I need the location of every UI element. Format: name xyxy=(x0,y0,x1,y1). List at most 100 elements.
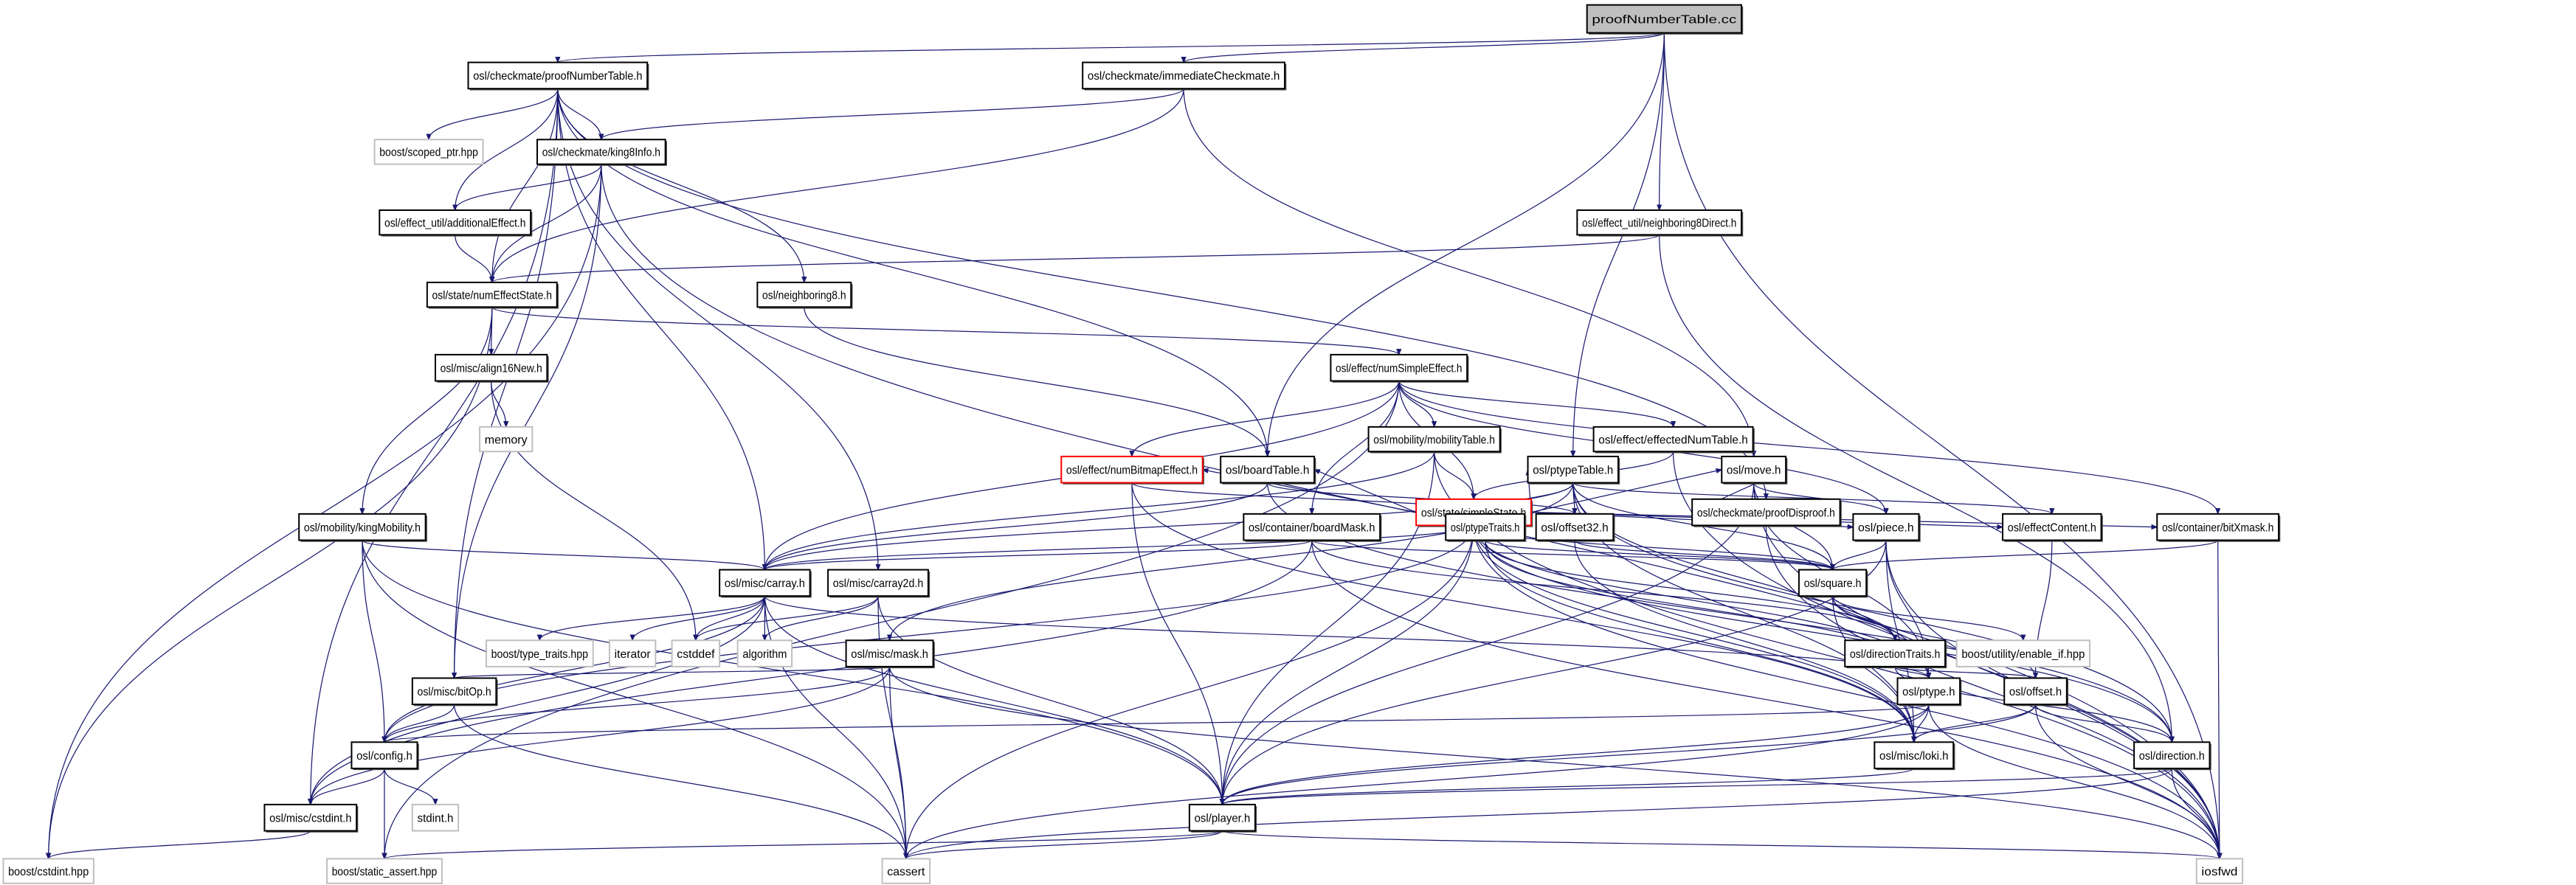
node-box xyxy=(1535,513,1615,541)
node-bitop[interactable]: osl/misc/bitOp.h xyxy=(411,677,498,707)
node-ptype[interactable]: osl/ptype.h xyxy=(1896,677,1962,707)
node-label: osl/boardTable.h xyxy=(1226,464,1310,477)
node-box xyxy=(1874,741,1955,769)
node-nse[interactable]: osl/effect/numSimpleEffect.h xyxy=(1330,353,1469,383)
node-imm[interactable]: osl/checkmate/immediateCheckmate.h xyxy=(1082,61,1287,91)
node-cstdint[interactable]: osl/misc/cstdint.h xyxy=(263,803,359,833)
node-algo[interactable]: algorithm xyxy=(736,639,793,667)
node-move[interactable]: osl/move.h xyxy=(1721,455,1788,485)
edge-pnt-to-nes xyxy=(492,88,559,282)
node-piece[interactable]: osl/piece.h xyxy=(1852,513,1921,542)
node-ent[interactable]: osl/effect/effectedNumTable.h xyxy=(1592,426,1755,454)
edge-carray-to-cstdint xyxy=(311,596,766,805)
node-iter[interactable]: iterator xyxy=(608,639,657,667)
node-cstddef[interactable]: cstddef xyxy=(671,639,721,667)
edge-cc-to-imm xyxy=(1184,32,1665,63)
node-label: osl/piece.h xyxy=(1858,521,1914,534)
node-scoped[interactable]: boost/scoped_ptr.hpp xyxy=(373,139,484,165)
node-tt[interactable]: boost/type_traits.hpp xyxy=(486,639,594,667)
node-bm[interactable]: osl/container/boardMask.h xyxy=(1243,513,1382,542)
edge-dt-to-offset xyxy=(1894,666,2035,678)
node-loki[interactable]: osl/misc/loki.h xyxy=(1874,741,1955,771)
node-pd[interactable]: osl/checkmate/proofDisproof.h xyxy=(1691,498,1842,527)
node-ptt[interactable]: osl/ptypeTable.h xyxy=(1527,455,1620,485)
node-bxm[interactable]: osl/container/bitXmask.h xyxy=(2156,513,2281,542)
node-iosfwd[interactable]: iosfwd xyxy=(2195,858,2244,884)
node-mask[interactable]: osl/misc/mask.h xyxy=(845,639,935,669)
node-bt[interactable]: osl/boardTable.h xyxy=(1220,455,1316,485)
node-box xyxy=(379,209,532,236)
node-label: osl/neighboring8.h xyxy=(762,288,846,302)
edge-mobt-to-ss xyxy=(1434,451,1474,499)
node-box xyxy=(1852,513,1920,541)
edge-ss-to-square xyxy=(1473,525,1832,569)
edge-bxm-to-iosfwd xyxy=(2218,540,2220,858)
edge-king8-to-addeff xyxy=(455,164,602,210)
edge-carray-to-tt xyxy=(539,595,766,640)
node-label: osl/misc/cstdint.h xyxy=(269,812,351,825)
node-dir[interactable]: osl/direction.h xyxy=(2133,741,2211,771)
edge-offset-to-loki xyxy=(1914,704,2037,742)
node-nes[interactable]: osl/state/numEffectState.h xyxy=(426,281,559,309)
node-cc[interactable]: proofNumberTable.cc xyxy=(1586,4,1744,35)
node-a16[interactable]: osl/misc/align16New.h xyxy=(434,353,549,383)
node-carray2d[interactable]: osl/misc/carray2d.h xyxy=(827,569,930,598)
node-square[interactable]: osl/square.h xyxy=(1798,569,1868,598)
node-box xyxy=(1243,513,1381,541)
edge-bt-to-o32 xyxy=(1267,482,1575,514)
node-label: osl/checkmate/immediateCheckmate.h xyxy=(1088,69,1280,83)
edge-piece-to-square xyxy=(1833,540,1887,569)
edge-nes-to-km xyxy=(362,307,493,514)
edge-carray-to-iter xyxy=(632,596,766,640)
node-ptr[interactable]: osl/ptypeTraits.h xyxy=(1445,513,1527,542)
edge-pd-to-iosfwd xyxy=(1765,525,2219,858)
node-o32[interactable]: osl/offset32.h xyxy=(1535,513,1615,542)
node-label: boost/static_assert.hpp xyxy=(332,865,438,878)
node-pnt[interactable]: osl/checkmate/proofNumberTable.h xyxy=(467,61,649,91)
edge-ss-to-bt xyxy=(1314,469,1417,513)
edge-king8-to-bitop xyxy=(455,164,602,678)
node-bcstdint[interactable]: boost/cstdint.hpp xyxy=(2,858,94,884)
edge-bm-to-carray xyxy=(764,539,1313,569)
node-box xyxy=(756,281,852,308)
node-box xyxy=(1798,569,1868,597)
edge-nes-to-nse xyxy=(491,306,1399,355)
node-box xyxy=(2156,513,2280,541)
node-label: osl/player.h xyxy=(1195,812,1251,825)
node-carray[interactable]: osl/misc/carray.h xyxy=(719,569,812,598)
node-label: osl/ptype.h xyxy=(1902,685,1955,698)
node-label: osl/effectContent.h xyxy=(2008,521,2096,534)
node-offset[interactable]: osl/offset.h xyxy=(2003,677,2069,707)
node-box xyxy=(1445,513,1526,541)
node-config[interactable]: osl/config.h xyxy=(351,741,419,771)
node-label: stdint.h xyxy=(418,812,454,825)
node-cassert[interactable]: cassert xyxy=(881,858,931,884)
node-memory[interactable]: memory xyxy=(479,426,533,453)
node-player[interactable]: osl/player.h xyxy=(1188,803,1257,833)
node-label: algorithm xyxy=(742,648,787,661)
node-n8d[interactable]: osl/effect_util/neighboring8Direct.h xyxy=(1576,209,1744,237)
node-ec[interactable]: osl/effectContent.h xyxy=(2001,513,2103,542)
node-box xyxy=(536,139,666,165)
node-addeff[interactable]: osl/effect_util/additionalEffect.h xyxy=(379,209,533,237)
node-label: osl/effect_util/additionalEffect.h xyxy=(384,216,525,229)
node-box xyxy=(411,677,497,706)
node-n8[interactable]: osl/neighboring8.h xyxy=(756,281,853,309)
edge-cc-to-pnt xyxy=(558,32,1665,63)
node-king8[interactable]: osl/checkmate/king8Info.h xyxy=(536,139,667,166)
node-nbe[interactable]: osl/effect/numBitmapEffect.h xyxy=(1060,455,1204,485)
node-dt[interactable]: osl/directionTraits.h xyxy=(1844,639,1947,669)
node-box xyxy=(411,803,460,832)
node-box xyxy=(2001,513,2102,541)
node-stdint[interactable]: stdint.h xyxy=(411,803,460,832)
node-box xyxy=(1082,61,1286,90)
node-sassert[interactable]: boost/static_assert.hpp xyxy=(326,858,443,884)
node-label: osl/container/boardMask.h xyxy=(1249,521,1375,534)
node-km[interactable]: osl/mobility/kingMobility.h xyxy=(298,513,427,542)
node-mobt[interactable]: osl/mobility/mobilityTable.h xyxy=(1367,426,1502,454)
node-label: osl/mobility/mobilityTable.h xyxy=(1373,433,1495,446)
edge-bitop-to-cassert xyxy=(453,704,906,858)
edge-carray2d-to-cassert xyxy=(877,596,906,858)
node-enif[interactable]: boost/utility/enable_if.hpp xyxy=(1955,639,2090,667)
node-box xyxy=(1691,498,1841,527)
